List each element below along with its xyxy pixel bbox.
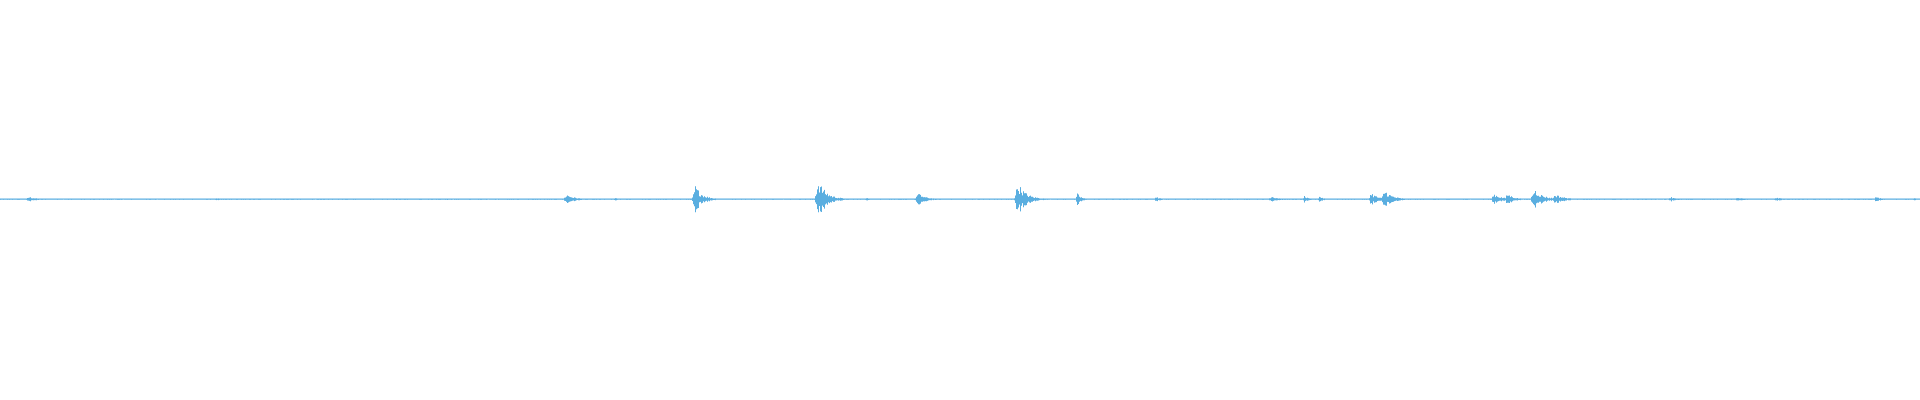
waveform-path bbox=[0, 186, 1920, 213]
